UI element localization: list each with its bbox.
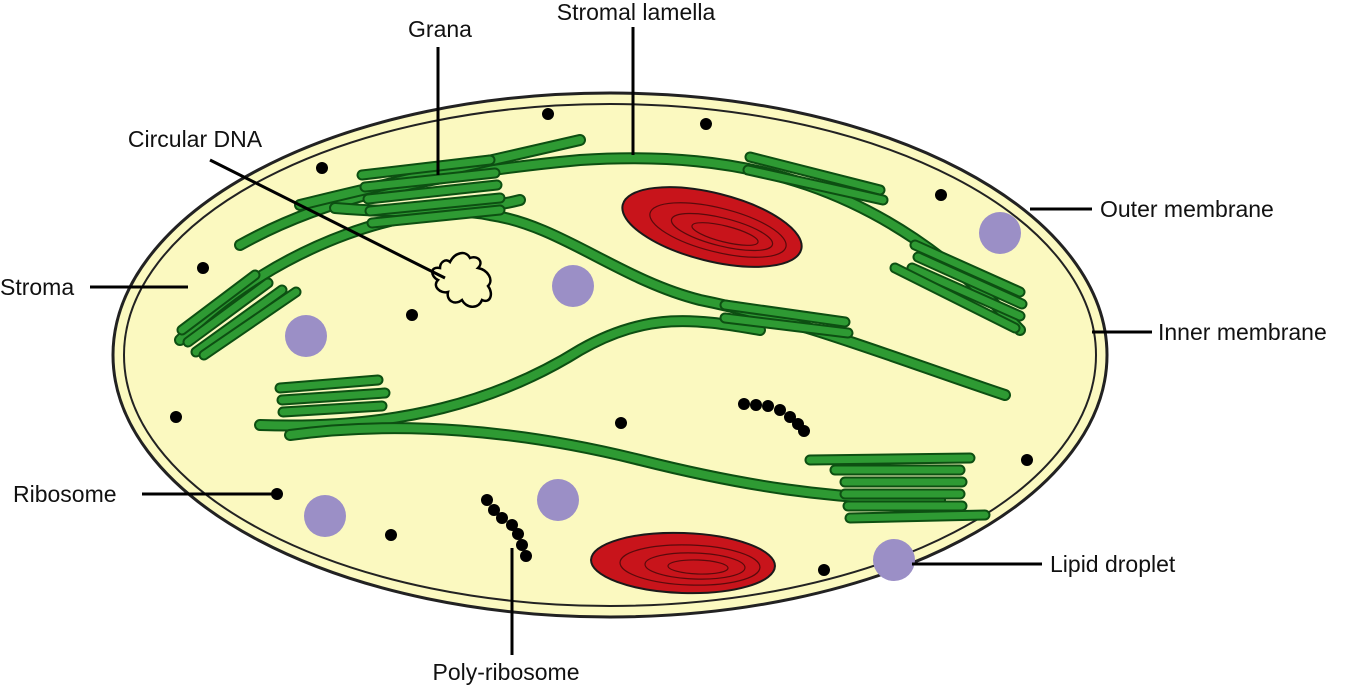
polyribosome-center [738,398,810,437]
granum-bottom-right [804,452,991,524]
label-circular-dna: Circular DNA [128,126,263,152]
label-stroma: Stroma [0,274,74,300]
label-outer-membrane: Outer membrane [1100,196,1274,222]
label-ribosome: Ribosome [13,481,117,507]
label-stromal-lamella: Stromal lamella [557,0,716,25]
starch-grain-top [621,186,803,268]
label-poly-ribosome: Poly-ribosome [433,659,580,685]
outer-membrane-shape [111,91,1109,619]
granum-middle-left [274,374,391,418]
label-inner-membrane: Inner membrane [1158,319,1327,345]
label-grana: Grana [408,16,472,42]
leader-circular-dna [209,158,446,280]
inner-membrane-shape [123,103,1097,607]
ribosomes [170,108,1033,576]
leader-lines [90,27,1152,655]
lipid-droplets [285,212,1021,581]
granum-center [719,299,854,339]
label-lipid-droplet: Lipid droplet [1050,551,1176,577]
granum-left [176,269,302,361]
granum-top-right [742,151,889,206]
starch-grain-bottom [590,531,776,595]
granum-right [889,239,1028,334]
polyribosome-bottom [481,494,532,562]
granum-top [356,154,506,229]
stromal-lamellae [174,134,1026,506]
